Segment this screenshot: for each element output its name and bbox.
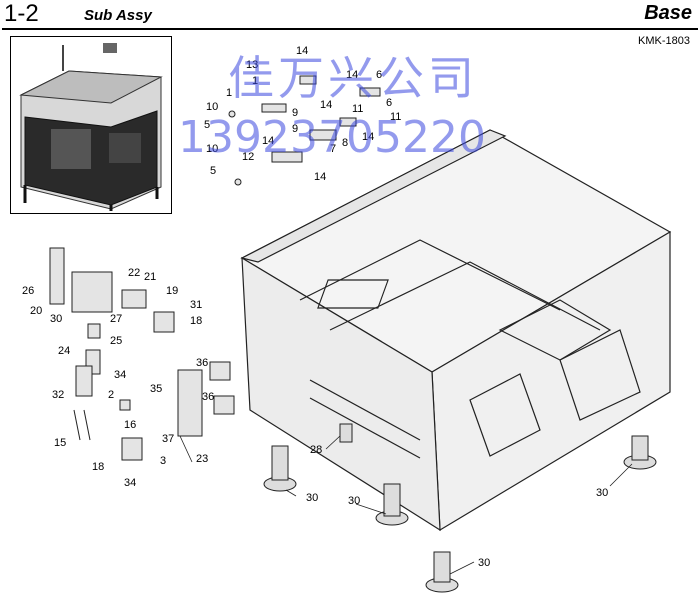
part-label: 22	[128, 267, 140, 279]
part-label: 14	[314, 171, 326, 183]
part-label: 18	[190, 315, 202, 327]
part-label: 9	[292, 123, 298, 135]
part-label: 10	[206, 143, 218, 155]
part-label: 20	[30, 305, 42, 317]
part-label: 34	[124, 477, 136, 489]
part-labels: 30 30 30 30 28 23 26 20 30 22 21 19 27 3…	[22, 45, 608, 569]
part-label: 15	[54, 437, 66, 449]
part-label: 2	[108, 389, 114, 401]
category-title: Base	[644, 2, 692, 24]
overview-inset	[10, 36, 172, 214]
watermark-phone: 13923705220	[178, 112, 486, 163]
part-label: 27	[110, 313, 122, 325]
part-label: 3	[160, 455, 166, 467]
watermark-company: 佳万兴公司	[228, 51, 478, 105]
part-label: 36	[202, 391, 214, 403]
top-parts	[228, 75, 381, 186]
part-label: 30	[50, 313, 62, 325]
part-label: 30	[478, 557, 490, 569]
part-label: 31	[190, 299, 202, 311]
part-label: 5	[210, 165, 216, 177]
part-label: 14	[262, 135, 274, 147]
part-label: 11	[390, 111, 401, 123]
part-label: 28	[310, 444, 322, 456]
part-label: 24	[58, 345, 70, 357]
part-label: 16	[124, 419, 136, 431]
drawing-code: KMK-1803	[638, 35, 690, 47]
part-label: 32	[52, 389, 64, 401]
part-label: 21	[144, 271, 156, 283]
part-label: 35	[150, 383, 162, 395]
part-label: 36	[196, 357, 208, 369]
part-label: 23	[196, 453, 208, 465]
part-label: 1	[226, 87, 232, 99]
part-label: 6	[386, 97, 392, 109]
part-label: 10	[206, 101, 218, 113]
part-label: 25	[110, 335, 122, 347]
leveling-feet	[263, 423, 657, 593]
part-label: 14	[362, 131, 374, 143]
part-label: 14	[296, 45, 308, 57]
part-label: 13	[246, 59, 258, 71]
part-label: 30	[306, 492, 318, 504]
part-label: 30	[596, 487, 608, 499]
small-parts	[49, 247, 235, 461]
part-label: 5	[204, 119, 210, 131]
part-label: 14	[320, 99, 332, 111]
part-label: 30	[348, 495, 360, 507]
part-label: 14	[346, 69, 358, 81]
part-label: 6	[376, 69, 382, 81]
part-label: 19	[166, 285, 178, 297]
part-label: 7	[330, 143, 336, 155]
part-label: 12	[242, 151, 254, 163]
machine-overview-image	[19, 43, 163, 211]
part-label: 9	[292, 107, 298, 119]
part-label: 34	[114, 369, 126, 381]
part-label: 8	[342, 137, 348, 149]
part-label: 11	[352, 103, 363, 115]
header-rule	[2, 28, 698, 30]
base-frame	[240, 129, 672, 532]
leader-lines	[179, 435, 633, 575]
part-label: 18	[92, 461, 104, 473]
part-label: 26	[22, 285, 34, 297]
part-label: 1	[252, 75, 258, 87]
section-subtitle: Sub Assy	[84, 7, 152, 24]
part-label: 37	[162, 433, 174, 445]
section-number: 1-2	[4, 0, 39, 27]
